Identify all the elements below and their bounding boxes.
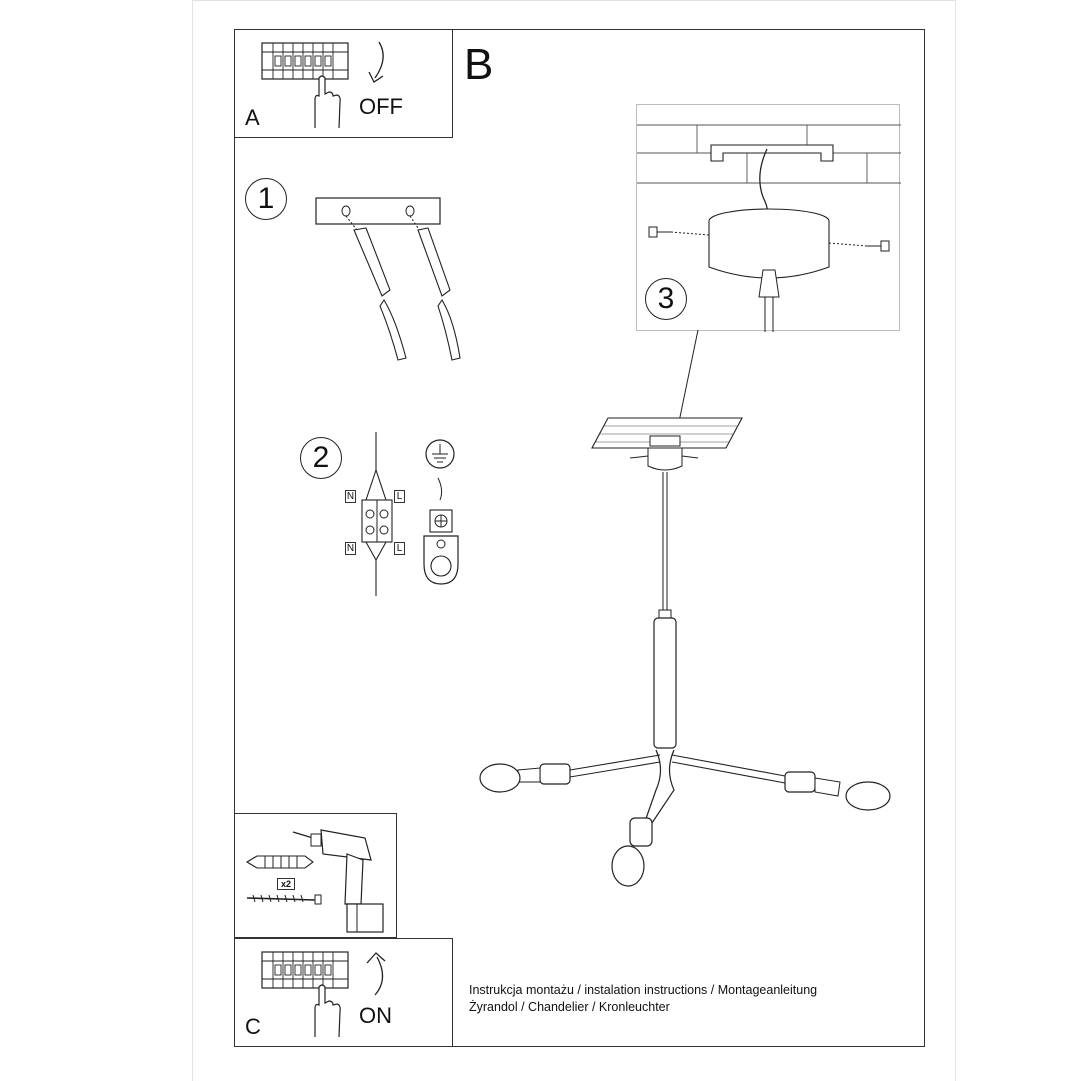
panel-a-power-off: OFF A <box>234 29 453 138</box>
panel-c-power-on: ON C <box>234 938 453 1047</box>
panel-c-letter: C <box>245 1014 261 1039</box>
ground-symbol-icon <box>423 439 459 585</box>
step-2-badge: 2 <box>300 437 342 479</box>
screw-icon <box>648 226 890 252</box>
power-on-label: ON <box>359 1003 392 1028</box>
mounting-bracket-illustration <box>637 124 901 332</box>
live-label-bottom: L <box>394 542 405 555</box>
step-3-badge: 3 <box>645 278 687 320</box>
instruction-frame <box>234 29 925 1047</box>
arrow-down-icon <box>368 41 384 83</box>
terminal-block-icon <box>361 432 393 596</box>
wall-plug-icon <box>245 855 314 869</box>
hand-icon <box>314 75 341 129</box>
panel-a-letter: A <box>245 105 260 130</box>
power-off-label: OFF <box>359 94 403 119</box>
ceiling-drilling-illustration <box>315 197 461 361</box>
live-label-top: L <box>394 490 405 503</box>
breaker-panel-icon <box>261 951 349 989</box>
tools-panel: x2 <box>234 813 397 938</box>
neutral-label-bottom: N <box>345 542 356 555</box>
step-1-badge: 1 <box>245 178 287 220</box>
breaker-panel-icon <box>261 42 349 80</box>
chandelier-illustration <box>479 329 891 887</box>
drill-icon <box>292 829 384 933</box>
arrow-up-icon <box>366 952 386 996</box>
panel-b-letter: B <box>464 40 494 89</box>
screw-icon <box>246 894 322 905</box>
wall-plug-icon <box>345 215 461 361</box>
hand-icon <box>314 984 341 1038</box>
caption-instructions: Instrukcja montażu / instalation instruc… <box>469 983 818 997</box>
caption-product: Żyrandol / Chandelier / Kronleuchter <box>469 1000 670 1014</box>
neutral-label-top: N <box>345 490 356 503</box>
quantity-badge: x2 <box>277 878 295 890</box>
